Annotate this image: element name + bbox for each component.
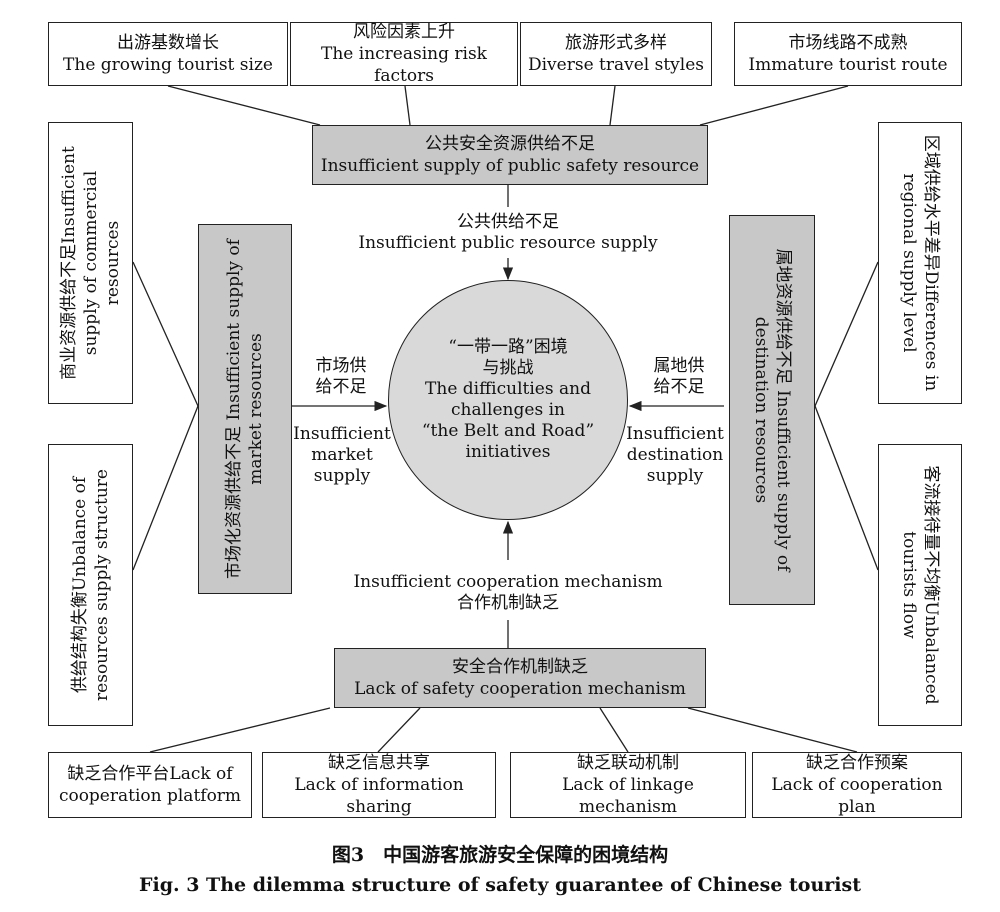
public-supply-en: Insufficient public resource supply <box>358 233 658 253</box>
factor-zh: 出游基数增长 <box>117 33 219 53</box>
commercial-resources-box: 商业资源供给不足Insufficient supply of commercia… <box>48 122 133 404</box>
destination-supply-zh-2: 给不足 <box>653 377 705 397</box>
coop-mechanism-en: Insufficient cooperation mechanism <box>353 572 663 592</box>
factor-zh: 风险因素上升 <box>353 22 455 42</box>
connector-line <box>699 85 849 126</box>
commercial-resources-text: 商业资源供给不足Insufficient supply of commercia… <box>58 146 123 380</box>
center-circle: “一带一路”困境 与挑战 The difficulties and challe… <box>388 280 628 520</box>
destination-supply-en-2: destination <box>626 445 724 465</box>
market-resources-box: 市场化资源供给不足 Insufficient supply of market … <box>198 224 292 594</box>
supply-structure-box: 供给结构失衡Unbalance of resources supply stru… <box>48 444 133 726</box>
destination-supply-zh-1: 属地供 <box>653 356 705 376</box>
destination-resources-box: 属地资源供给不足 Insufficient supply of destinat… <box>729 215 815 605</box>
factor-en: Lack of information sharing <box>294 775 464 817</box>
regional-supply-box: 区域供给水平差异Differences in regional supply l… <box>878 122 962 404</box>
tourists-flow-text: 客流接待量不均衡Unbalanced tourists flow <box>899 465 941 705</box>
destination-resources-text: 属地资源供给不足 Insufficient supply of destinat… <box>751 248 793 572</box>
market-supply-zh-2: 给不足 <box>315 377 367 397</box>
factor-en: The increasing risk factors <box>321 44 487 86</box>
factor-zh: 缺乏合作平台Lack of <box>67 764 233 784</box>
connector-line <box>609 85 616 126</box>
factor-zh: 缺乏合作预案 <box>806 753 908 773</box>
connector-line <box>599 707 629 753</box>
factor-en: The growing tourist size <box>63 55 273 75</box>
factor-zh: 缺乏联动机制 <box>577 753 679 773</box>
factor-en: Diverse travel styles <box>527 55 705 75</box>
factor-en: Immature tourist route <box>748 55 948 75</box>
factor-box-coop-platform: 缺乏合作平台Lack of cooperation platform <box>48 752 252 818</box>
connector-line <box>132 405 199 571</box>
center-title-en-2: challenges in <box>451 400 565 420</box>
destination-supply-zh-label: 属地供 给不足 <box>634 356 724 398</box>
destination-supply-en-3: supply <box>646 466 704 486</box>
factor-zh: 缺乏信息共享 <box>328 753 430 773</box>
supply-structure-text: 供给结构失衡Unbalance of resources supply stru… <box>69 469 112 701</box>
connector-line <box>149 707 331 753</box>
market-supply-en-1: Insufficient <box>293 424 391 444</box>
public-supply-label: 公共供给不足 Insufficient public resource supp… <box>358 212 658 254</box>
regional-supply-text: 区域供给水平差异Differences in regional supply l… <box>899 134 941 392</box>
safety-coop-en: Lack of safety cooperation mechanism <box>354 679 686 699</box>
connector-line <box>404 85 411 126</box>
factor-box-tourist-route: 市场线路不成熟 Immature tourist route <box>734 22 962 86</box>
public-safety-zh: 公共安全资源供给不足 <box>425 134 595 154</box>
connector-line <box>377 707 421 753</box>
coop-mechanism-zh: 合作机制缺乏 <box>457 593 559 613</box>
tourists-flow-box: 客流接待量不均衡Unbalanced tourists flow <box>878 444 962 726</box>
connector-line <box>167 85 321 126</box>
connector-line <box>687 707 858 753</box>
factor-box-risk-factors: 风险因素上升 The increasing risk factors <box>290 22 518 86</box>
factor-en: Lack of cooperation plan <box>771 775 943 817</box>
safety-coop-box: 安全合作机制缺乏 Lack of safety cooperation mech… <box>334 648 706 708</box>
coop-mechanism-label: Insufficient cooperation mechanism 合作机制缺… <box>338 572 678 614</box>
connector-line <box>132 261 199 407</box>
factor-en: cooperation platform <box>58 786 242 806</box>
factor-box-coop-plan: 缺乏合作预案 Lack of cooperation plan <box>752 752 962 818</box>
center-title-zh-1: “一带一路”困境 <box>448 337 568 357</box>
connector-line <box>814 261 879 407</box>
center-title-en-3: “the Belt and Road” <box>421 421 595 441</box>
market-resources-text: 市场化资源供给不足 Insufficient supply of market … <box>224 239 266 579</box>
destination-supply-en-1: Insufficient <box>626 424 724 444</box>
figure-caption-en: Fig. 3 The dilemma structure of safety g… <box>139 874 861 896</box>
center-title-en-4: initiatives <box>465 442 551 462</box>
safety-coop-zh: 安全合作机制缺乏 <box>452 657 588 677</box>
destination-supply-en-label: Insufficient destination supply <box>622 424 728 487</box>
center-title-zh-2: 与挑战 <box>482 358 534 378</box>
market-supply-zh-1: 市场供 <box>315 356 367 376</box>
factor-zh: 旅游形式多样 <box>565 33 667 53</box>
factor-box-travel-styles: 旅游形式多样 Diverse travel styles <box>520 22 712 86</box>
factor-en: Lack of linkage mechanism <box>562 775 694 817</box>
factor-zh: 市场线路不成熟 <box>788 33 908 53</box>
public-safety-box: 公共安全资源供给不足 Insufficient supply of public… <box>312 125 708 185</box>
factor-box-linkage: 缺乏联动机制 Lack of linkage mechanism <box>510 752 746 818</box>
public-supply-zh: 公共供给不足 <box>457 212 559 232</box>
figure-caption-zh: 图3 中国游客旅游安全保障的困境结构 <box>331 844 669 866</box>
factor-box-info-sharing: 缺乏信息共享 Lack of information sharing <box>262 752 496 818</box>
center-title-en-1: The difficulties and <box>425 379 591 399</box>
connector-line <box>814 405 879 571</box>
market-supply-en-3: supply <box>313 466 371 486</box>
market-supply-en-label: Insufficient market supply <box>292 424 392 487</box>
market-supply-en-2: market <box>311 445 373 465</box>
factor-box-tourist-size: 出游基数增长 The growing tourist size <box>48 22 288 86</box>
market-supply-zh-label: 市场供 给不足 <box>296 356 386 398</box>
public-safety-en: Insufficient supply of public safety res… <box>320 156 700 176</box>
